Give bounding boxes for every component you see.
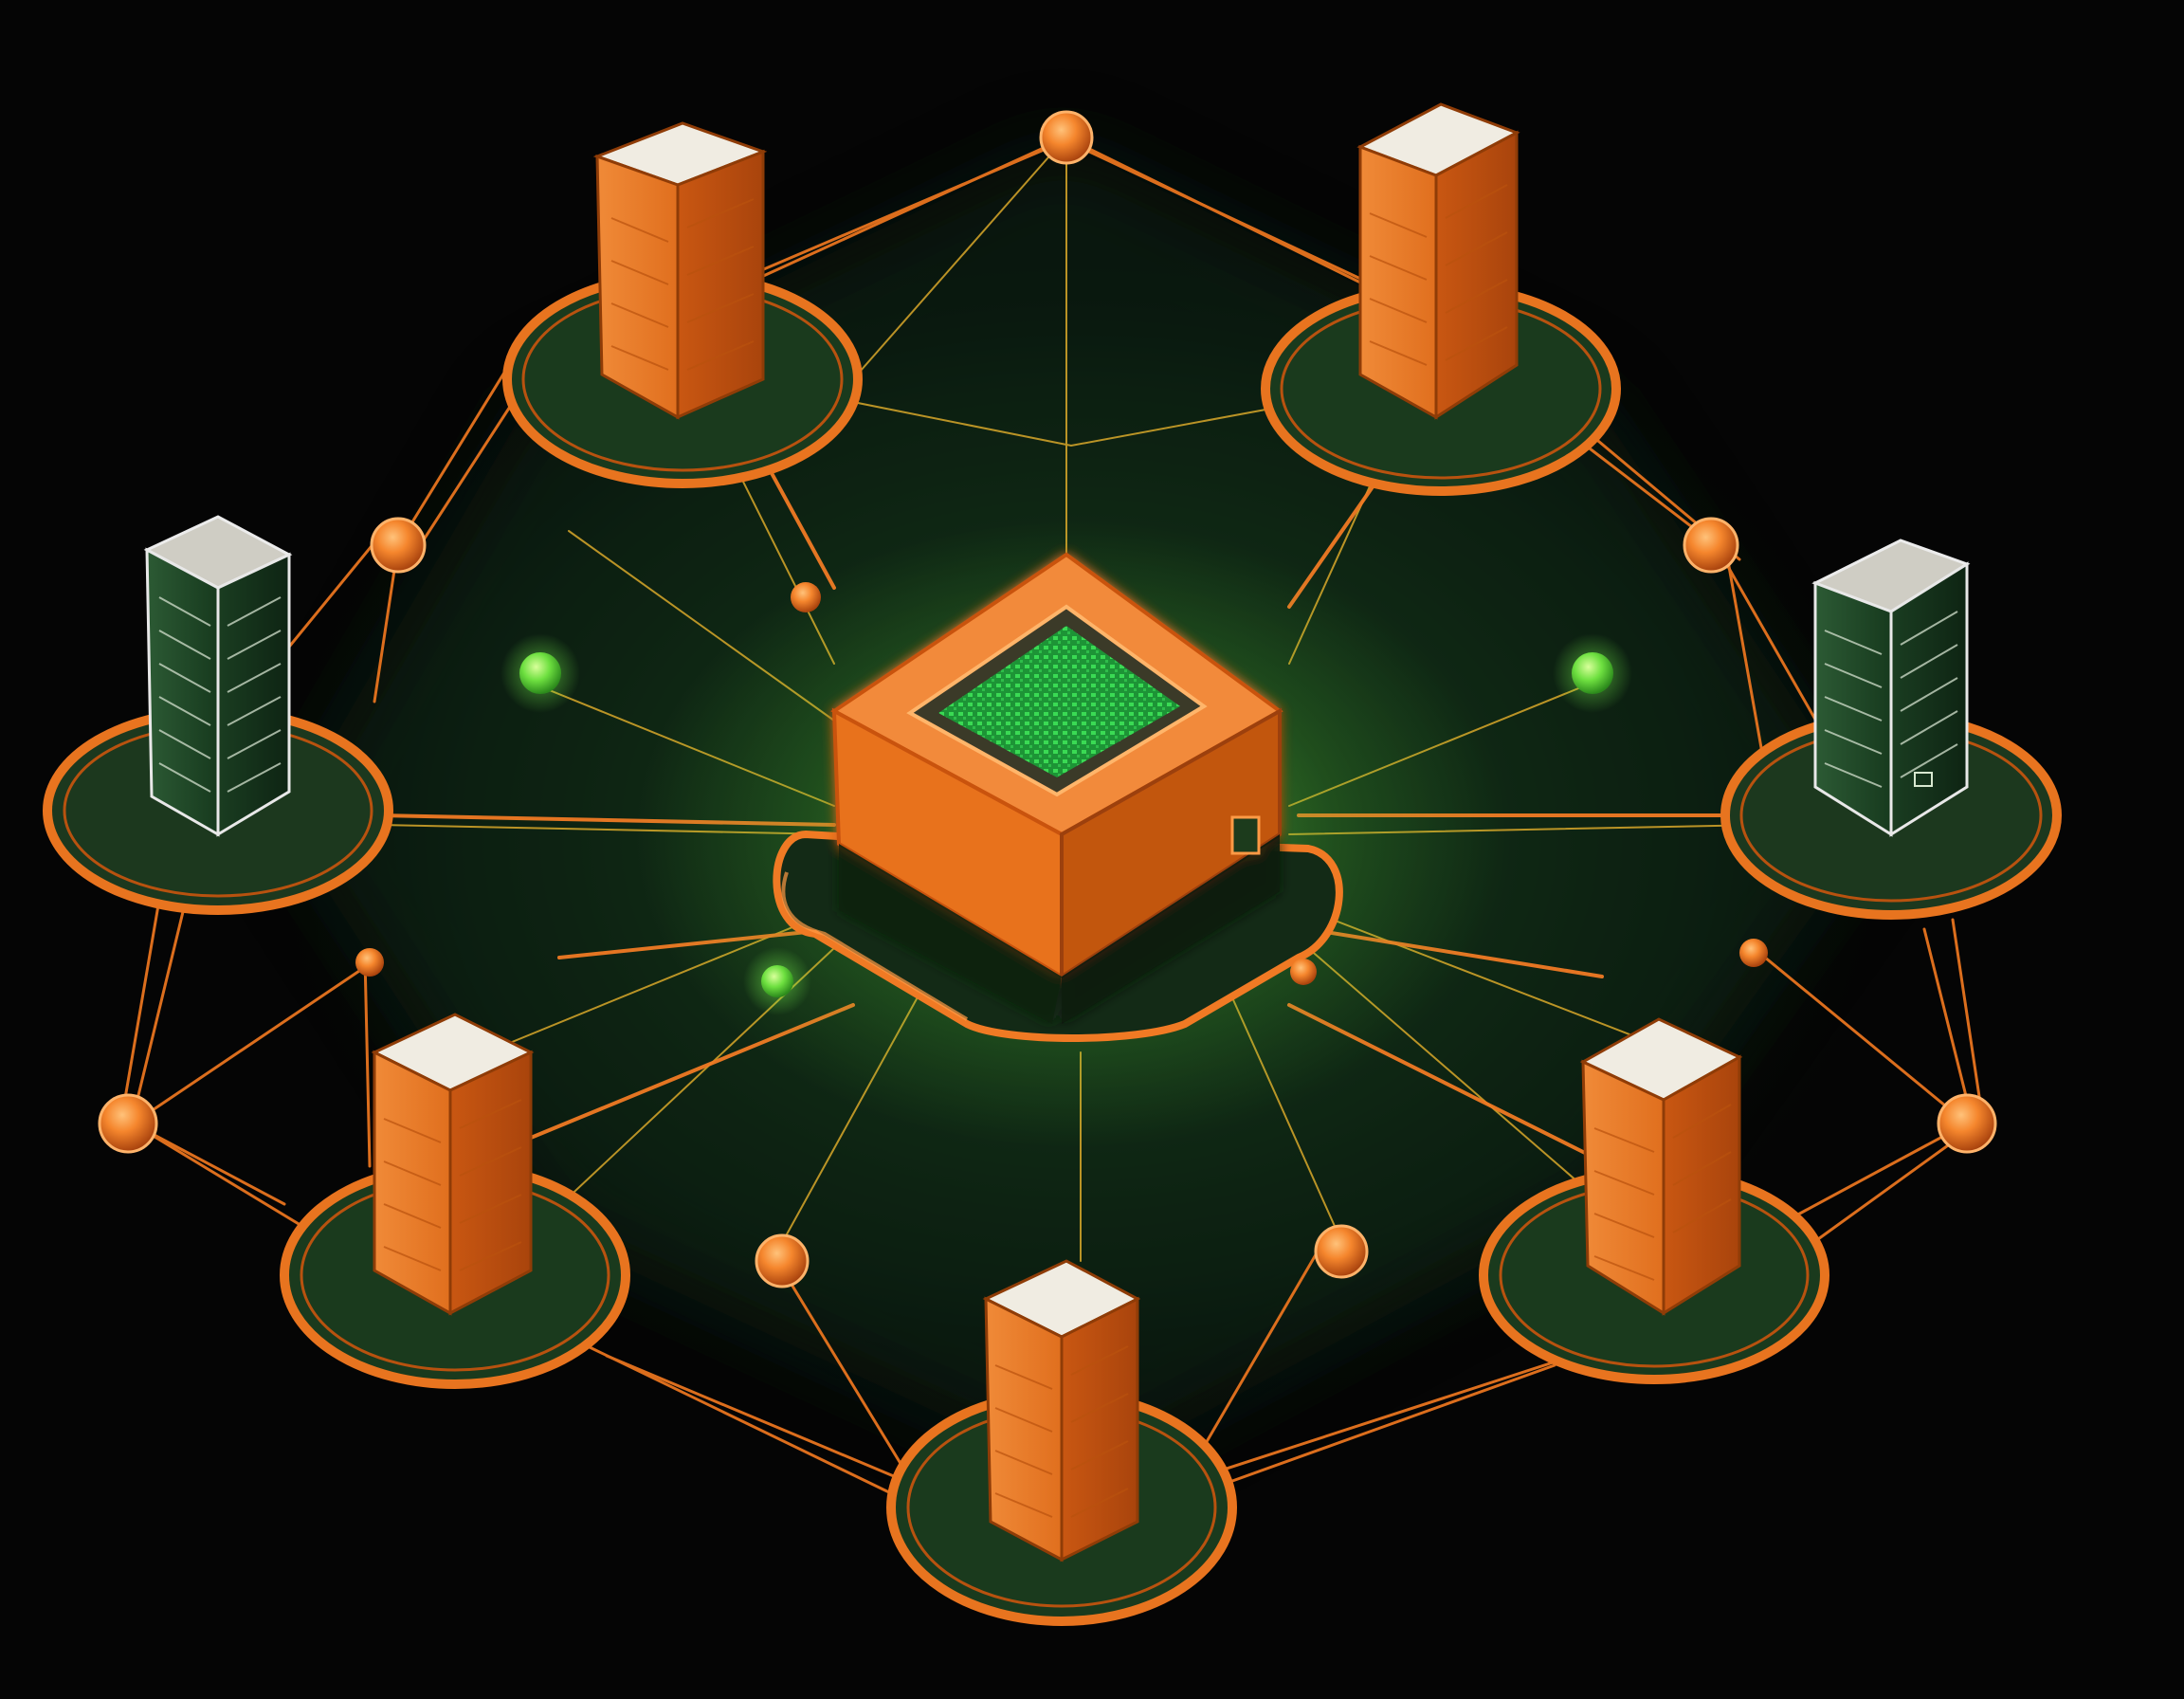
node-small-right [1739,939,1768,967]
node-small-upper-left [791,582,821,612]
node-bottom-right [1314,1224,1369,1279]
server-top-left [592,121,768,420]
node-small-center-right [1290,959,1317,985]
server-bottom [982,1259,1141,1562]
node-top [1039,110,1094,165]
node-small-left [355,948,384,977]
node-green-right [1572,652,1613,694]
server-right [1811,539,1971,837]
server-bottom-right [1579,1017,1743,1316]
server-top-right [1356,102,1520,420]
node-bottom-left [755,1233,810,1288]
node-right-lower [1937,1093,1997,1154]
node-left-upper [370,517,427,574]
server-bottom-left [371,1013,535,1316]
connector-nodes [98,110,1997,1288]
server-left [143,515,293,837]
cpu-chip-icon [906,604,1208,797]
node-left-lower [98,1093,158,1154]
node-right-upper [1683,517,1739,574]
node-green-center-left [761,965,793,997]
node-green-left [519,652,561,694]
